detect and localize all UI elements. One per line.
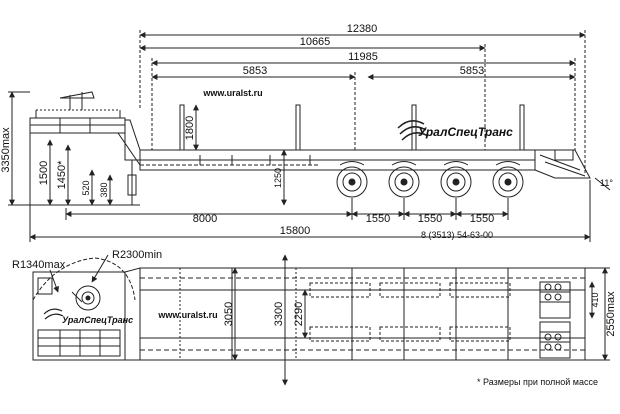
dim-1450: 1450* [56,160,68,189]
dim-3050: 3050 [223,302,235,326]
logo-mark-icon [397,120,429,141]
dim-1550-b: 1550 [418,213,442,225]
side-website: www.uralst.ru [202,88,262,98]
main-deck [139,104,591,179]
dim-1800: 1800 [184,116,196,140]
dim-520: 520 [81,180,91,195]
side-view [8,30,611,242]
angle-label: 11° [600,178,613,188]
dim-15800: 15800 [280,225,311,237]
logo-mark-icon [43,308,64,320]
dim-10665: 10665 [300,36,331,48]
dim-5853-front: 5853 [243,65,267,77]
radius-2300: R2300min [112,249,162,261]
dim-3300: 3300 [273,302,285,326]
dim-5853-rear: 5853 [460,65,484,77]
wheels [335,161,528,198]
top-website: www.uralst.ru [157,310,217,320]
side-view-labels: 12380 10665 11985 5853 5853 3350max 1500… [0,23,613,240]
radius-1340: R1340max [12,259,66,271]
footnote: * Размеры при полной массе [477,377,598,387]
side-logo: УралСпецТранс [397,120,513,141]
dim-1550-a: 1550 [366,213,390,225]
gooseneck [29,91,141,205]
dim-1500: 1500 [38,161,50,185]
dim-1550-c: 1550 [470,213,494,225]
dim-380: 380 [99,182,109,197]
dim-11985: 11985 [348,51,378,63]
top-view [32,254,610,386]
top-logo-text: УралСпецТранс [62,315,133,325]
dim-410: 410 [590,292,600,307]
model-code: 8 (3513) 54-63-00 [421,230,493,240]
dim-2550max: 2550max [605,291,617,337]
bottom-dimensions [29,133,591,242]
dim-1250: 1250 [273,168,283,188]
dim-2290: 2290 [293,302,305,326]
dim-8000: 8000 [193,213,217,225]
side-logo-text: УралСпецТранс [418,125,513,139]
top-logo: УралСпецТранс [43,308,133,325]
top-dimensions [139,30,586,175]
top-view-labels: R1340max R2300min www.uralst.ru УралСпец… [12,249,617,337]
dim-12380: 12380 [347,23,378,35]
dim-3350max: 3350max [0,127,12,173]
